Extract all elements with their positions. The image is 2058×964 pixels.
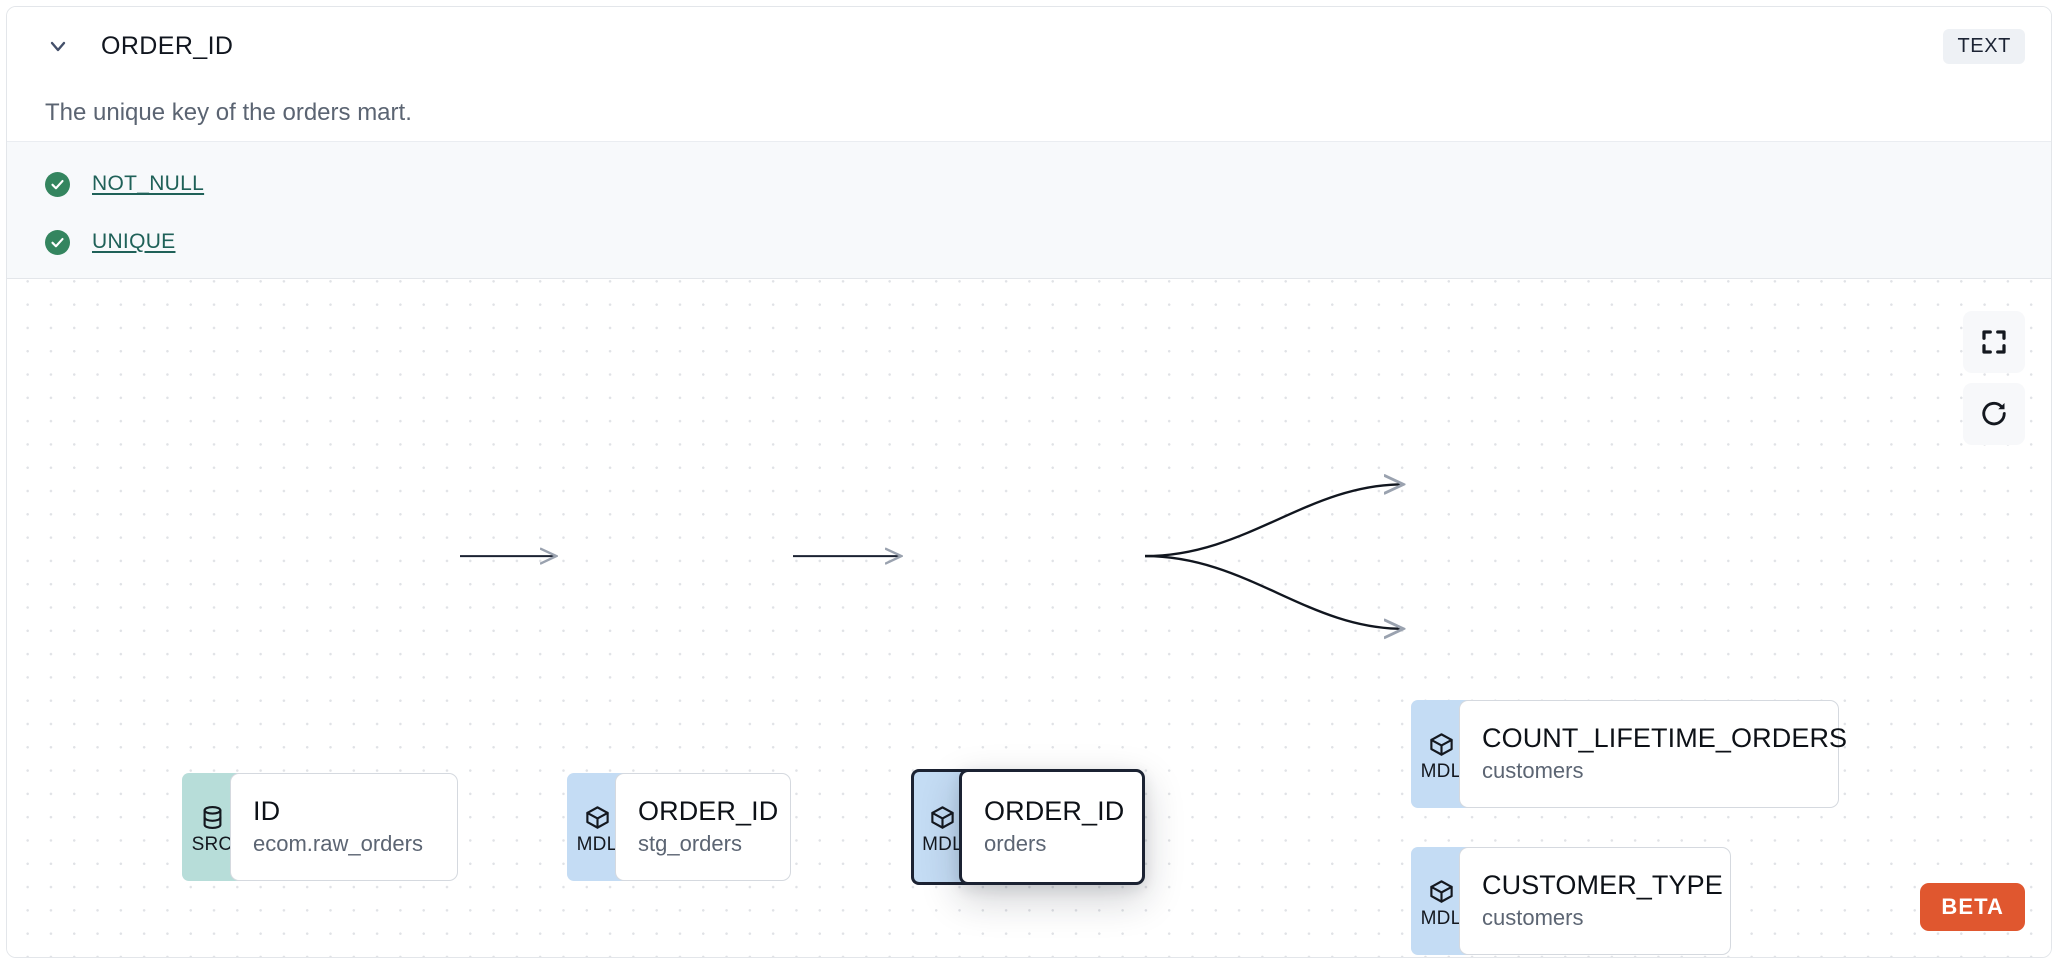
column-type-badge: TEXT xyxy=(1943,28,2025,64)
beta-badge[interactable]: BETA xyxy=(1920,883,2025,931)
fit-view-button[interactable] xyxy=(1963,311,2025,373)
cube-icon xyxy=(929,803,956,833)
lineage-node-mdl-stg-order-id[interactable]: MDL ORDER_ID stg_orders xyxy=(567,773,791,881)
node-source-name: customers xyxy=(1482,758,1584,784)
cube-icon xyxy=(1428,730,1455,760)
lineage-controls xyxy=(1963,311,2025,445)
node-body: ID ecom.raw_orders xyxy=(230,773,458,881)
cube-icon xyxy=(584,803,611,833)
node-body: COUNT_LIFETIME_ORDERS customers xyxy=(1459,700,1848,808)
node-column-name: ID xyxy=(253,796,281,827)
node-column-name: ORDER_ID xyxy=(638,796,779,827)
column-description: The unique key of the orders mart. xyxy=(45,99,412,126)
test-link-unique[interactable]: UNIQUE xyxy=(92,230,176,253)
check-circle-icon xyxy=(45,171,70,197)
edge-orders-to-count-lifetime-orders xyxy=(1144,484,1403,558)
node-badge-label: MDL xyxy=(576,833,618,855)
node-source-name: customers xyxy=(1482,905,1584,931)
node-source-name: ecom.raw_orders xyxy=(253,831,423,857)
lineage-node-mdl-customers-customer-type[interactable]: MDL CUSTOMER_TYPE customers xyxy=(1411,847,1731,955)
page-title: ORDER_ID xyxy=(101,31,234,60)
node-source-name: stg_orders xyxy=(638,831,742,857)
node-column-name: ORDER_ID xyxy=(984,796,1125,827)
node-body: ORDER_ID stg_orders xyxy=(615,773,791,881)
test-link-not-null[interactable]: NOT_NULL xyxy=(92,172,205,195)
cube-icon xyxy=(1428,877,1455,907)
reset-button[interactable] xyxy=(1963,383,2025,445)
tests-section: NOT_NULL UNIQUE xyxy=(7,141,2051,279)
node-column-name: CUSTOMER_TYPE xyxy=(1482,870,1723,901)
node-badge-label: MDL xyxy=(1420,760,1462,782)
lineage-canvas[interactable]: SRC ID ecom.raw_orders MDL ORDE xyxy=(7,279,2051,957)
node-column-name: COUNT_LIFETIME_ORDERS xyxy=(1482,723,1848,754)
node-badge-label: MDL xyxy=(1420,907,1462,929)
test-row: NOT_NULL xyxy=(45,162,2013,206)
node-body: ORDER_ID orders xyxy=(959,769,1145,885)
node-body: CUSTOMER_TYPE customers xyxy=(1459,847,1731,955)
refresh-icon xyxy=(1979,399,2009,429)
database-icon xyxy=(199,803,226,833)
check-circle-icon xyxy=(45,229,70,255)
test-row: UNIQUE xyxy=(45,220,2013,264)
edge-orders-to-customer-type xyxy=(1144,554,1403,629)
column-detail-panel: ORDER_ID TEXT The unique key of the orde… xyxy=(6,6,2052,958)
fullscreen-icon xyxy=(1979,327,2009,357)
panel-header: ORDER_ID TEXT xyxy=(7,7,2051,85)
description-row: The unique key of the orders mart. xyxy=(7,85,2051,141)
lineage-node-mdl-customers-count-lifetime-orders[interactable]: MDL COUNT_LIFETIME_ORDERS customers xyxy=(1411,700,1848,808)
node-badge-label: MDL xyxy=(922,833,963,855)
node-source-name: orders xyxy=(984,831,1047,857)
node-badge-label: SRC xyxy=(191,833,233,855)
lineage-node-mdl-orders-order-id[interactable]: MDL ORDER_ID orders xyxy=(911,769,1145,885)
chevron-down-icon[interactable] xyxy=(45,33,71,59)
lineage-node-src-id[interactable]: SRC ID ecom.raw_orders xyxy=(182,773,458,881)
